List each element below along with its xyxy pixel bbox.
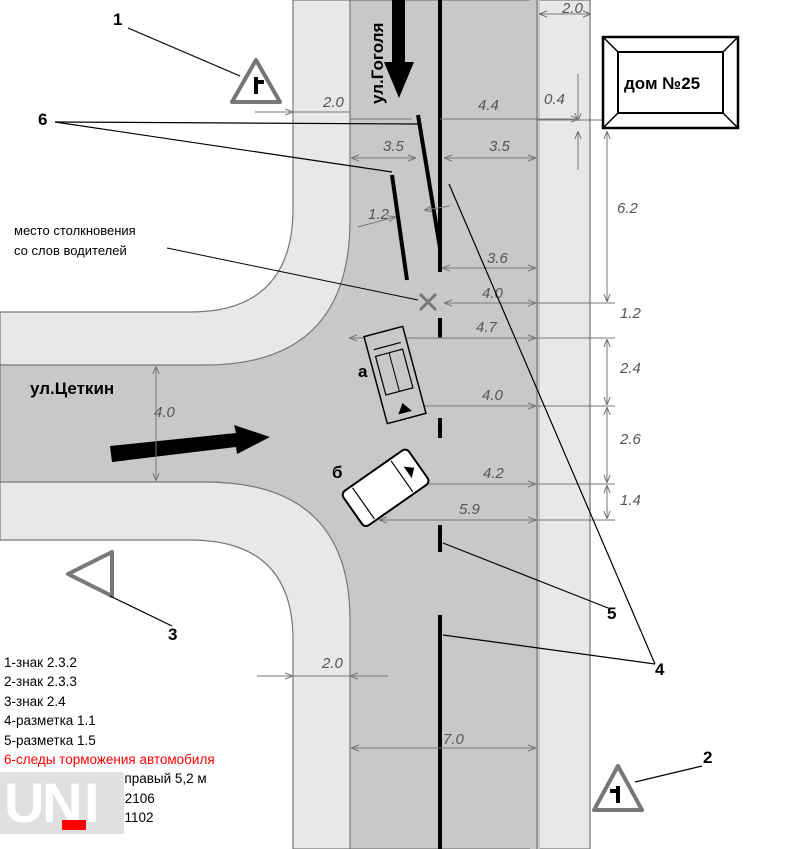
- dimension-labels: 2.0 2.0 4.4 0.4 3.5 3.5 1.2 6.2 3.6 4.0 …: [154, 0, 642, 748]
- dim-car-b-gap: 2.6: [619, 431, 642, 448]
- callout-5: 5: [607, 604, 616, 623]
- dim-car-b-front: 4.2: [483, 465, 505, 482]
- collision-note-leader: [166, 247, 419, 301]
- street-name-tsetkin: ул.Цеткин: [30, 379, 114, 398]
- dim-skid-gap: 1.2: [368, 206, 390, 223]
- sign-2-icon: [592, 764, 644, 812]
- car-b: [341, 448, 430, 528]
- dim-left-half: 3.5: [383, 138, 405, 155]
- dim-collision-offset: 1.2: [620, 305, 642, 322]
- dim-sidewalk-bottom: 2.0: [321, 655, 344, 672]
- dim-house-to-collision: 6.2: [617, 200, 639, 217]
- legend-item: 1-знак 2.3.2: [4, 655, 77, 670]
- dim-car-b-rear: 5.9: [459, 501, 481, 518]
- car-a-label: а: [358, 362, 368, 381]
- watermark-logo: U N I: [0, 772, 124, 834]
- legend-item: 4-разметка 1.1: [4, 713, 96, 729]
- dim-car-b-span: 1.4: [620, 492, 641, 509]
- callout-leaders: [54, 27, 703, 783]
- skid-marks: [390, 114, 442, 281]
- callout-4: 4: [655, 660, 665, 679]
- dim-to-road-edge: 4.4: [478, 97, 499, 114]
- sign-3-icon: [66, 550, 114, 598]
- roadway: [0, 0, 538, 849]
- dim-right-half: 3.5: [489, 138, 511, 155]
- direction-arrow-east: [110, 425, 270, 462]
- dim-car-a-front: 4.7: [476, 319, 498, 336]
- dim-sidewalk-top-left: 2.0: [322, 94, 345, 111]
- dim-house-gap: 0.4: [544, 91, 565, 108]
- logo-bar: [62, 820, 86, 830]
- callout-6: 6: [38, 110, 47, 129]
- sign-1-icon: [230, 58, 282, 104]
- dim-car-a-length: 2.4: [619, 360, 641, 377]
- logo-letter: U: [4, 772, 45, 834]
- house-label: дом №25: [624, 74, 700, 93]
- direction-arrow-south: [384, 0, 414, 98]
- car-a: [363, 325, 427, 425]
- dim-sidewalk-top-right: 2.0: [561, 0, 584, 17]
- legend-item: 6-следы торможения автомобиля: [4, 752, 215, 768]
- dim-road-width: 7.0: [443, 731, 465, 748]
- callout-3: 3: [168, 625, 177, 644]
- dim-car-a-rear: 4.0: [482, 387, 504, 404]
- legend-item: 2-знак 2.3.3: [4, 674, 77, 690]
- legend-item: 3-знак 2.4: [4, 693, 66, 709]
- callout-2: 2: [703, 748, 712, 767]
- collision-note-line1: место столкновения: [14, 223, 136, 238]
- logo-letter: I: [84, 772, 100, 834]
- collision-mark: [418, 292, 438, 312]
- collision-note-line2: со слов водителей: [14, 243, 127, 258]
- street-name-gogolya: ул.Гоголя: [368, 23, 387, 104]
- dim-cross-street-width: 4.0: [154, 404, 176, 421]
- road-edge-fill: [530, 0, 540, 849]
- house-25: дом №25: [601, 35, 740, 130]
- callout-1: 1: [113, 10, 122, 29]
- dimension-lines: [156, 14, 615, 748]
- legend-item: 5-разметка 1.5: [4, 732, 96, 748]
- car-b-label: б: [332, 463, 343, 482]
- dim-collision-to-edge: 4.0: [482, 285, 504, 302]
- dim-skid-end: 3.6: [487, 250, 509, 267]
